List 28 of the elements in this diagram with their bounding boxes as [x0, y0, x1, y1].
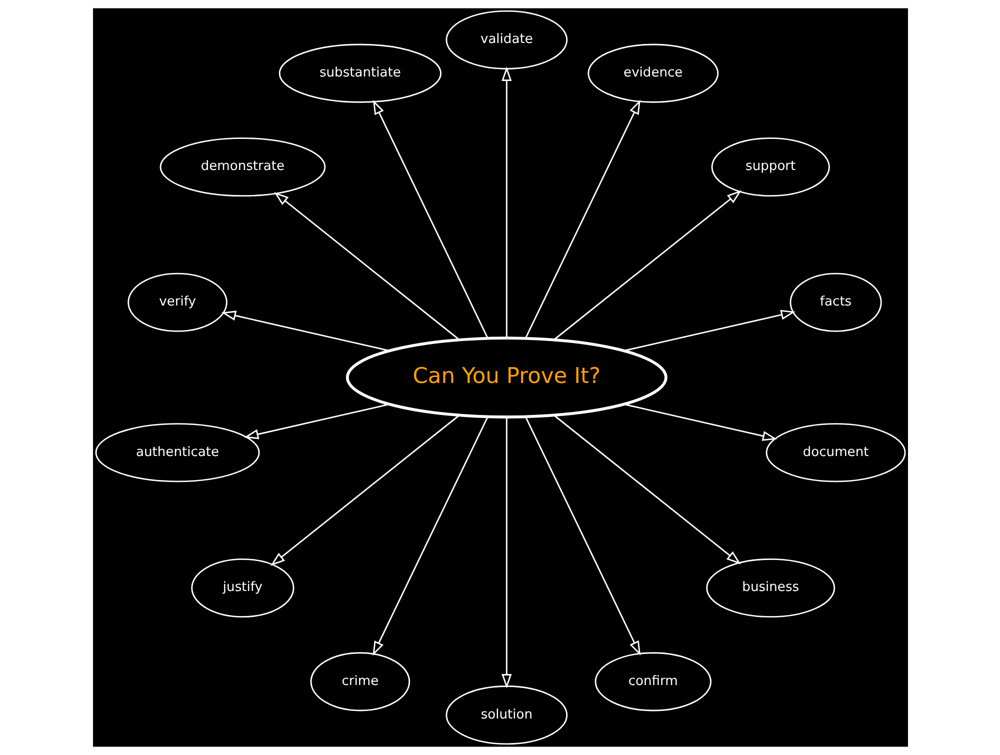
node-ellipse: validate	[445, 10, 568, 70]
arrow	[372, 100, 488, 338]
node-ellipse: confirm	[594, 652, 711, 712]
arrow	[524, 100, 640, 338]
node-ellipse: document	[765, 423, 906, 482]
node-ellipse: business	[706, 558, 835, 618]
node-ellipse: substantiate	[278, 44, 442, 103]
arrow	[243, 404, 390, 440]
arrow	[524, 416, 640, 656]
node-ellipse: support	[710, 137, 830, 197]
arrow	[501, 66, 512, 338]
node-ellipse: evidence	[587, 44, 718, 103]
arrow	[372, 416, 488, 656]
node-ellipse: facts	[789, 272, 882, 332]
node-ellipse: justify	[190, 558, 294, 618]
arrow	[501, 417, 512, 689]
arrow	[553, 190, 741, 340]
arrow	[270, 414, 460, 566]
arrow	[623, 404, 777, 441]
node-ellipse: verify	[127, 272, 227, 332]
node-ellipse: solution	[445, 686, 568, 745]
arrow	[623, 310, 795, 352]
arrow	[220, 310, 390, 352]
node-ellipse: Can You Prove It?	[345, 336, 667, 418]
arrow	[553, 414, 740, 564]
arrow	[274, 192, 460, 340]
node-ellipse: demonstrate	[159, 137, 326, 197]
node-ellipse: crime	[310, 652, 410, 712]
